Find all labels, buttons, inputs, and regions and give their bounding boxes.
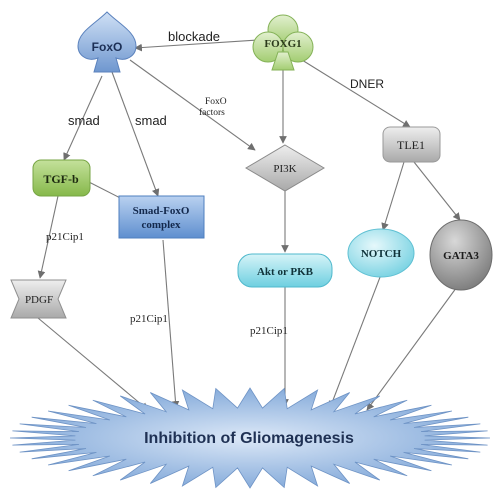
spade-icon: [77, 11, 137, 73]
notch-label: NOTCH: [361, 248, 402, 260]
inhibition-burst: Inhibition of Gliomagenesis: [9, 387, 491, 489]
edge-gata3-inhibition: [366, 279, 463, 411]
pi3k-label: PI3K: [273, 163, 296, 175]
foxg1-label: FOXG1: [264, 38, 301, 50]
burst-shape: [9, 387, 491, 489]
smad-foxo-label-line2: complex: [141, 219, 181, 231]
edge-label-p21-akt: p21Cip1: [250, 325, 288, 337]
edges: [37, 39, 463, 411]
edge-label-foxo-factors-2: factors: [199, 107, 225, 118]
smad-foxo-label-line1: Smad-FoxO: [133, 205, 190, 217]
edge-tle1-gata3: [413, 161, 461, 221]
edge-foxo-pi3k: [129, 59, 256, 151]
edge-pdgf-inhibition: [37, 317, 149, 411]
node-tgfb: TGF-b: [32, 159, 91, 197]
edge-label-blockade: blockade: [168, 29, 220, 44]
edge-label-smad-mid: smad: [135, 113, 167, 128]
edge-labels: blockade DNER smad smad FoxO factors p21…: [46, 29, 384, 337]
node-tle1: TLE1: [382, 126, 441, 163]
edge-foxg1-foxo: [134, 39, 259, 52]
node-smad-foxo: Smad-FoxO complex: [118, 195, 205, 239]
tle1-label: TLE1: [397, 138, 425, 152]
edge-foxo-smad: [111, 71, 160, 197]
edge-smad-inhibition: [162, 239, 180, 409]
edge-tgfb-pdgf: [37, 195, 59, 279]
node-notch: NOTCH: [347, 228, 415, 278]
edge-notch-inhibition: [328, 271, 383, 409]
edge-foxg1-tle1: [301, 59, 411, 128]
gata3-label: GATA3: [443, 250, 479, 262]
edge-label-p21-smad: p21Cip1: [130, 313, 168, 325]
node-foxg1: FOXG1: [252, 14, 314, 71]
edge-label-p21-tgfb: p21Cip1: [46, 231, 84, 243]
edge-label-dner: DNER: [350, 77, 384, 91]
edge-label-smad-left: smad: [68, 113, 100, 128]
node-foxo: FoxO: [77, 11, 137, 73]
edge-label-foxo-factors-1: FoxO: [205, 97, 227, 107]
pdgf-label: PDGF: [25, 294, 53, 306]
edge-tle1-notch: [381, 161, 405, 231]
inhibition-label: Inhibition of Gliomagenesis: [144, 430, 354, 447]
node-gata3: GATA3: [429, 219, 493, 291]
node-pdgf: PDGF: [10, 279, 67, 319]
edge-foxo-tgfb: [63, 75, 103, 161]
club-icon: [252, 14, 314, 71]
akt-label: Akt or PKB: [257, 266, 314, 278]
foxo-label: FoxO: [92, 40, 123, 54]
node-akt: Akt or PKB: [237, 253, 333, 288]
node-pi3k: PI3K: [245, 144, 325, 192]
tgfb-label: TGF-b: [43, 172, 79, 186]
